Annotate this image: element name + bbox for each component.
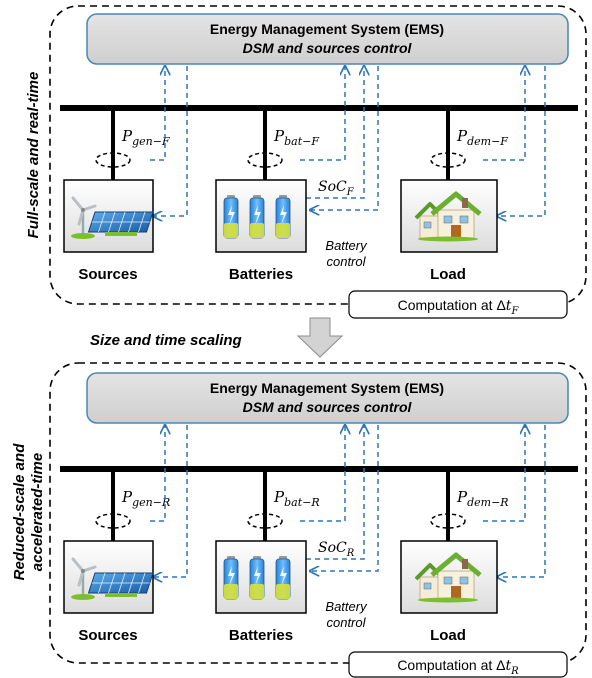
top-side-label: Full-scale and real-time [25,72,42,239]
top-load-sensor [430,152,466,168]
top-soc-label: SoCF [318,179,355,198]
bottom-batteries-meas-line [300,425,345,522]
bottom-load-meas-line [483,425,525,522]
bottom-sources-caption: Sources [78,627,137,644]
bottom-ems-subtitle: DSM and sources control [243,399,413,415]
bottom-battery-control-1: Battery [325,599,368,614]
top-ems-subtitle: DSM and sources control [243,40,413,56]
top-load-ctrl-line [497,66,546,216]
top-battery-control-2: control [326,254,366,269]
bottom-ems-box [86,372,569,424]
bottom-side-label-1: Reduced-scale and [11,443,28,581]
top-sources-caption: Sources [78,266,137,283]
top-dashed-boundary [49,5,587,305]
bottom-side-label-2: accelerated-time [29,453,46,571]
top-computation-box [348,290,568,319]
bottom-p-gen-label: Pgen−R [121,488,170,509]
top-soc-line [306,66,364,199]
bottom-computation-label: Computation at ΔtR [397,657,519,677]
bottom-load-ctrl-line [497,425,546,577]
top-battery-control-1: Battery [325,238,368,253]
top-batteries-meas-line [300,66,345,161]
top-batteries-icon [224,195,290,238]
top-panel: Full-scale and real-time Energy Manageme… [25,5,587,319]
top-p-dem-label: Pdem−F [456,127,508,148]
bottom-sources-meas-line [150,425,165,522]
bottom-panel: Reduced-scale and accelerated-time Energ… [11,362,587,678]
bottom-load-sensor [430,513,466,529]
bottom-battery-control-2: control [326,615,366,630]
top-p-bat-label: Pbat−F [273,127,319,148]
top-sources-meas-line [150,66,165,161]
bottom-batctrl-line [310,425,379,571]
top-computation-label: Computation at ΔtF [398,297,520,317]
bottom-computation-box [348,651,568,678]
top-load-caption: Load [430,266,466,283]
scaling-arrow-icon [296,317,344,358]
top-p-gen-label: Pgen−F [121,127,170,148]
top-ems-title: Energy Management System (EMS) [210,21,444,37]
top-sources-sensor [95,152,131,168]
top-ems-box [86,13,569,65]
bottom-batteries-sensor [247,513,283,529]
bottom-sources-sensor [95,513,131,529]
bottom-dashed-boundary [49,362,587,664]
top-batteries-sensor [247,152,283,168]
top-batteries-caption: Batteries [229,266,293,283]
scaling-label: Size and time scaling [90,332,242,349]
bottom-soc-line [306,425,364,560]
bottom-soc-label: SoCR [318,540,355,559]
bottom-p-dem-label: Pdem−R [456,488,509,509]
bottom-load-caption: Load [430,627,466,644]
bottom-p-bat-label: Pbat−R [273,488,320,509]
bottom-ems-title: Energy Management System (EMS) [210,380,444,396]
top-batctrl-line [310,66,379,210]
bottom-batteries-caption: Batteries [229,627,293,644]
bottom-sources-ctrl-line [153,425,188,577]
bottom-batteries-icon [224,556,290,599]
top-load-meas-line [483,66,525,161]
top-sources-ctrl-line [153,66,188,216]
